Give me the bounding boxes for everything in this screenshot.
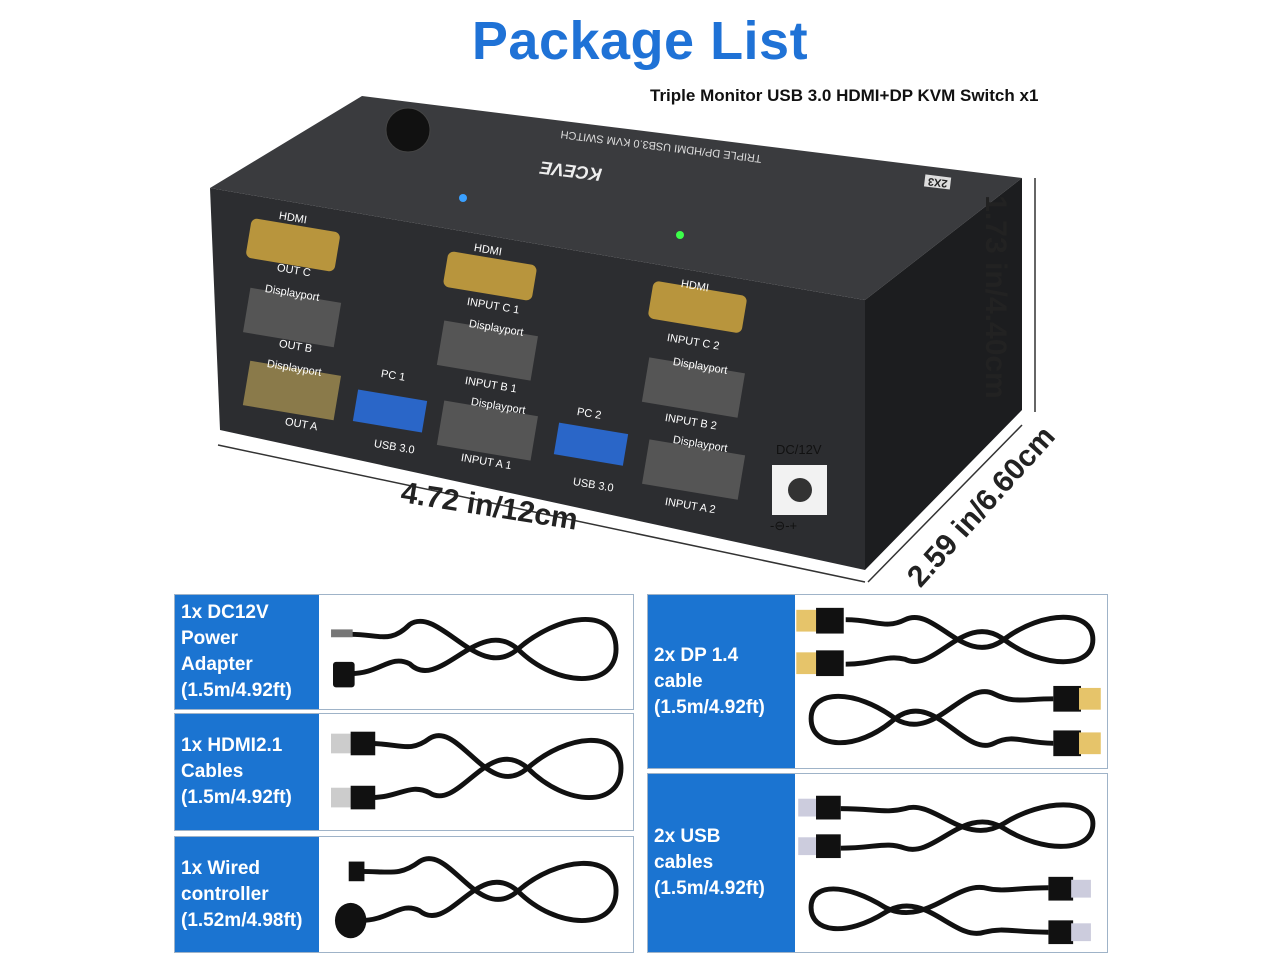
led-pc2	[676, 231, 684, 239]
usb-port	[553, 422, 629, 466]
height-dimension: 1.73 in/4.40cm	[979, 195, 1012, 399]
dp-port	[642, 439, 746, 500]
item-text: (1.5m/4.92ft)	[181, 787, 292, 808]
item-text: (1.5m/4.92ft)	[654, 696, 765, 718]
item-text: Adapter	[181, 654, 253, 675]
device-side-face	[865, 178, 1022, 570]
switch-knob	[385, 107, 431, 153]
item-text: (1.5m/4.92ft)	[181, 680, 292, 701]
polarity-symbol: -⊖-+	[770, 518, 798, 533]
item-text: (1.5m/4.92ft)	[654, 878, 765, 899]
item-text: 1x Wired	[181, 857, 261, 879]
hdmi-port	[443, 251, 537, 301]
item-text: 1x DC12V	[181, 602, 269, 623]
dp-port	[641, 357, 745, 418]
dp-port	[436, 320, 538, 381]
product-subtitle: Triple Monitor USB 3.0 HDMI+DP KVM Switc…	[650, 86, 1039, 105]
item-text: (1.52m/4.98ft)	[181, 909, 303, 931]
dc-label: DC/12V	[776, 442, 822, 457]
dc-jack	[788, 478, 812, 502]
hdmi-cable-image	[319, 714, 633, 830]
item-text: 1x HDMI2.1	[181, 735, 283, 756]
width-dimension-line	[217, 444, 866, 583]
dp-port	[242, 287, 342, 348]
item-text: 2x USB	[654, 826, 721, 847]
dp-port	[436, 400, 538, 461]
led-pc1	[459, 194, 467, 202]
wired-controller-image	[319, 837, 633, 952]
page-title: Package List	[471, 11, 809, 71]
item-dp-cable: 2x DP 1.4 cable (1.5m/4.92ft)	[647, 594, 1108, 769]
hdmi-port	[246, 218, 340, 272]
dp-port	[242, 360, 342, 421]
item-text: cable	[654, 670, 703, 692]
depth-dimension-line	[867, 424, 1023, 583]
item-usb-cable: 2x USB cables (1.5m/4.92ft)	[647, 773, 1108, 953]
usb-cable-image	[795, 774, 1107, 952]
item-text: Cables	[181, 761, 244, 782]
item-text: 2x DP 1.4	[654, 644, 739, 666]
dp-cable-image	[795, 595, 1107, 768]
kvm-switch-illustration	[210, 96, 1036, 583]
item-text: controller	[181, 883, 269, 905]
power-adapter-image	[319, 595, 633, 709]
hdmi-port	[648, 281, 747, 333]
usb-port	[352, 389, 428, 433]
item-wired-controller: 1x Wired controller (1.52m/4.98ft)	[174, 836, 634, 953]
item-text: Power	[181, 628, 239, 649]
item-text: cables	[654, 852, 714, 873]
